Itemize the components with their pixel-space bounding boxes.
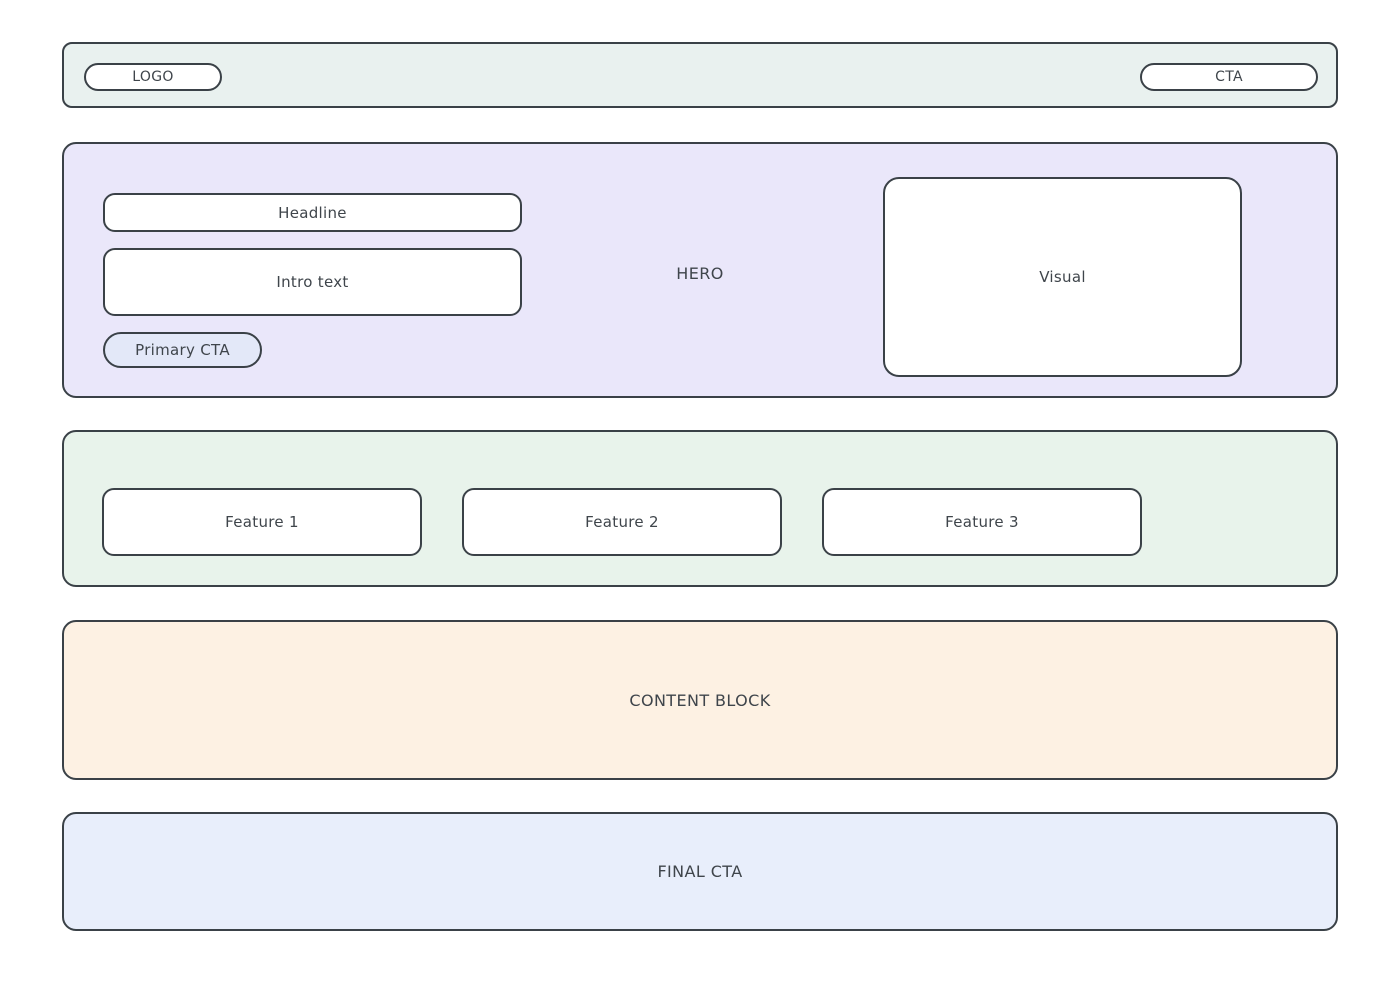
primary-cta-label: Primary CTA — [135, 341, 230, 359]
feature-3-label: Feature 3 — [945, 513, 1019, 531]
nav-cta-label: CTA — [1215, 69, 1243, 85]
feature-card-3: Feature 3 — [822, 488, 1142, 556]
logo-label: LOGO — [132, 69, 174, 85]
visual-label: Visual — [1039, 268, 1086, 286]
content-block-label: CONTENT BLOCK — [629, 690, 771, 710]
visual-placeholder-box: Visual — [883, 177, 1242, 377]
headline-box: Headline — [103, 193, 522, 232]
feature-1-label: Feature 1 — [225, 513, 299, 531]
content-block-section: CONTENT BLOCK — [62, 620, 1338, 780]
final-cta-section: FINAL CTA — [62, 812, 1338, 931]
feature-2-label: Feature 2 — [585, 513, 659, 531]
features-section: Feature 1 Feature 2 Feature 3 — [62, 430, 1338, 587]
intro-text-label: Intro text — [276, 273, 349, 291]
feature-card-1: Feature 1 — [102, 488, 422, 556]
logo-pill[interactable]: LOGO — [84, 63, 222, 91]
hero-section: Headline Intro text Primary CTA HERO Vis… — [62, 142, 1338, 398]
primary-cta-button[interactable]: Primary CTA — [103, 332, 262, 368]
feature-card-2: Feature 2 — [462, 488, 782, 556]
final-cta-label: FINAL CTA — [657, 862, 743, 881]
headline-label: Headline — [278, 203, 347, 222]
intro-text-box: Intro text — [103, 248, 522, 316]
nav-cta-button[interactable]: CTA — [1140, 63, 1318, 91]
top-bar: LOGO CTA — [62, 42, 1338, 108]
